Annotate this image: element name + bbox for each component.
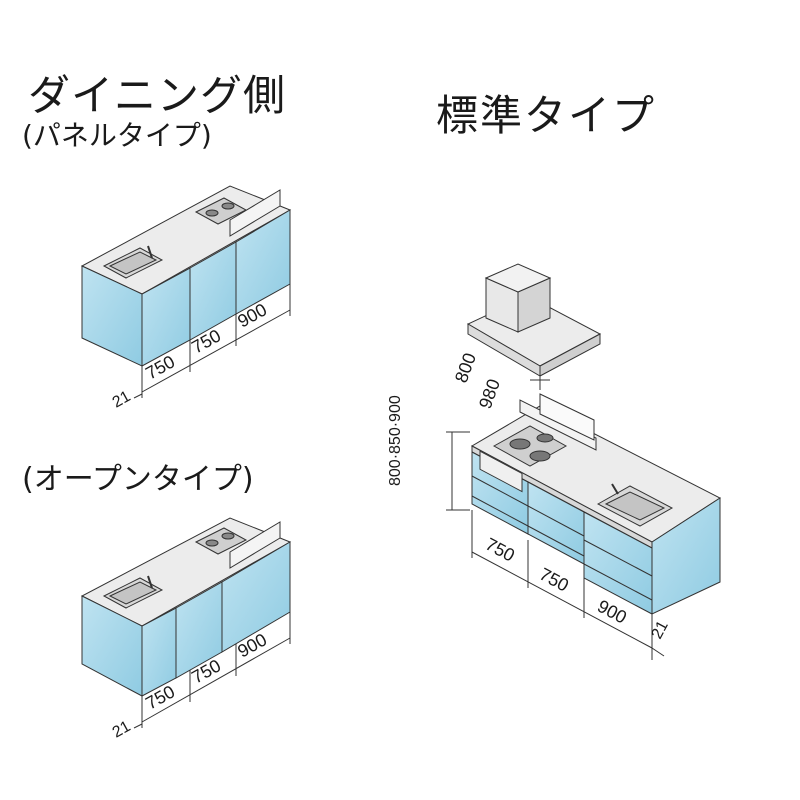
standard-dim-21: 21 xyxy=(649,618,672,642)
hood-dim-980: 980 xyxy=(475,376,504,411)
standard-dim-750-a: 750 xyxy=(482,534,518,566)
hood-dim-800: 800 xyxy=(451,350,480,385)
panel-dimension-lines xyxy=(133,284,291,399)
dining-side-title: ダイニング側 xyxy=(28,71,287,120)
standard-dim-900: 900 xyxy=(594,596,630,628)
range-hood xyxy=(466,263,602,377)
open-dim-21: 21 xyxy=(110,718,134,742)
standard-type-title: 標準タイプ xyxy=(436,91,657,140)
hood-dimension-lines xyxy=(530,376,550,390)
standard-width-dimension-lines xyxy=(471,510,665,660)
height-dimension-lines xyxy=(446,431,470,511)
open-type-subtitle: (オープンタイプ) xyxy=(22,462,254,497)
height-dims: 800·850·900 xyxy=(387,395,404,486)
panel-dim-21: 21 xyxy=(110,388,134,412)
open-type-cabinet xyxy=(80,517,292,697)
standard-cabinet xyxy=(470,393,721,615)
open-dimension-lines xyxy=(133,612,291,729)
panel-type-cabinet xyxy=(80,185,292,367)
standard-dim-750-b: 750 xyxy=(536,564,572,596)
panel-type-subtitle: (パネルタイプ) xyxy=(22,119,212,152)
